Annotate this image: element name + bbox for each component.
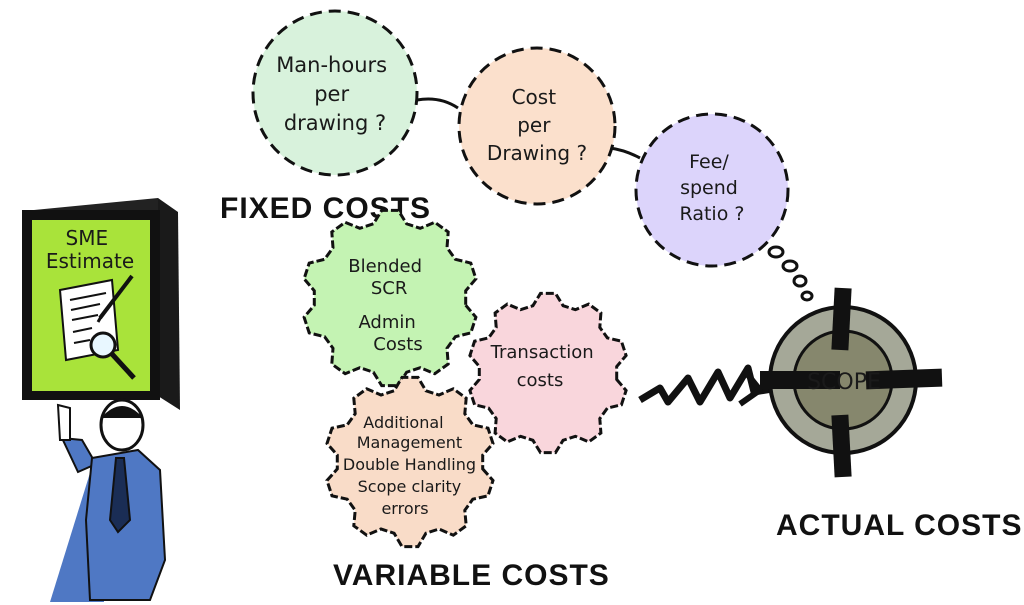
fixed-cost-circle-fee-spend-ratio: Fee/ spend Ratio ? [634,112,790,268]
actual-costs-heading: ACTUAL COSTS [776,509,1022,542]
circle-text: Man-hours [276,53,387,77]
svg-text:Blended SCR: Blended SCR Admin Costs [348,256,428,355]
gear-text: Costs [373,334,422,355]
variable-costs-heading: VARIABLE COSTS [333,559,610,592]
gear-text: errors [381,499,428,518]
svg-text:Man-hours per draw: Man-hours per drawing ? [276,53,394,135]
gear-text: Additional [363,413,443,432]
gear-text: Blended [348,256,422,277]
fixed-cost-circle-cost-per-drawing: Cost per Drawing ? [457,46,617,206]
svg-text:SME Estimate: SME Estimate [46,226,134,273]
gear-text: Double Handling [343,455,476,474]
circle-text: Ratio ? [680,203,745,225]
gear-text: Admin [358,312,415,333]
circle-text: Fee/ [689,151,729,173]
gear-additional-management: Additional Management Double Handling Sc… [325,375,495,549]
circle-text: drawing ? [284,111,386,135]
target-icon: SCOPE [760,287,943,478]
svg-text:Cost per Drawing ?: Cost per Drawing ? [487,85,587,165]
board-title: SME [66,226,109,250]
svg-text:Fee/ spend Ratio ?: Fee/ spend Ratio ? [680,151,745,225]
scope-label: SCOPE [807,370,881,395]
thought-bubble-icon [767,245,814,302]
svg-text:Transaction costs: Transaction costs [490,342,600,391]
circle-text: spend [680,177,738,199]
gear-text: SCR [371,278,408,299]
board-title: Estimate [46,249,134,273]
gear-blended-scr: Blended SCR Admin Costs [302,208,478,388]
gear-text: Management [357,433,462,452]
connector-line [609,146,641,160]
circle-text: per [314,82,349,106]
spring-arrow-icon [638,364,791,407]
svg-text:Additional Management: Additional Management Double Handling Sc… [343,413,481,518]
estimate-board: SME Estimate [22,198,180,410]
magnifier-icon [89,331,136,380]
gear-text: costs [517,370,564,391]
person-icon [50,398,167,602]
fixed-cost-circle-man-hours: Man-hours per drawing ? [251,9,419,177]
gear-text: Scope clarity [358,477,462,496]
circle-text: per [517,113,551,137]
gear-transaction-costs: Transaction costs [468,291,628,455]
gear-text: Transaction [490,342,594,363]
circle-text: Cost [512,85,557,109]
connector-line [416,97,459,110]
pen-icon [96,274,134,323]
circle-text: Drawing ? [487,141,587,165]
